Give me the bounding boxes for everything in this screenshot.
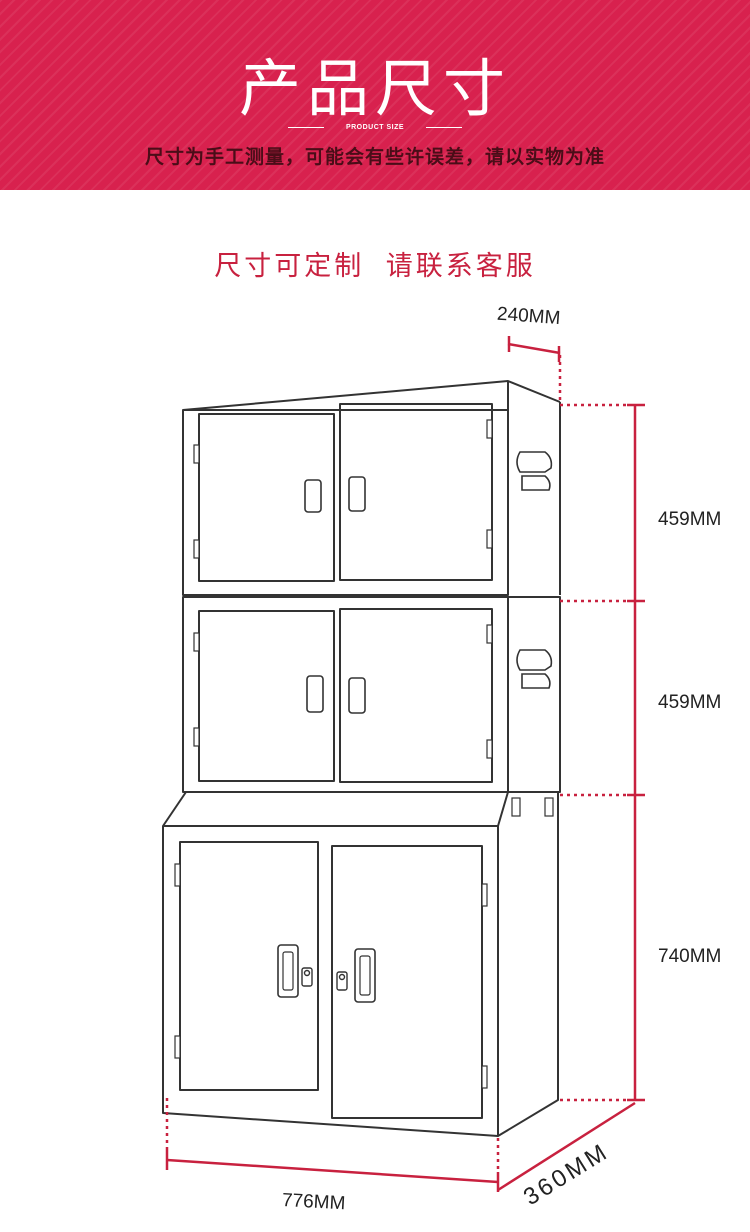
middle-left-door bbox=[198, 610, 335, 782]
upper-top-edge bbox=[182, 380, 561, 411]
customization-note: 尺寸可定制 请联系客服 bbox=[214, 251, 536, 282]
depth-top-label: 240MM bbox=[496, 304, 561, 329]
lower-slant-top bbox=[163, 791, 509, 827]
subtitle-divider-right bbox=[426, 126, 463, 128]
middle-cabinet-side bbox=[508, 596, 561, 793]
middle-cabinet-front bbox=[182, 596, 509, 793]
upper-left-door bbox=[198, 413, 335, 582]
subtitle-divider-left bbox=[287, 126, 324, 128]
width-label: 776MM bbox=[281, 1190, 345, 1214]
side-handle-icon bbox=[516, 451, 553, 689]
depth-base-label: 360MM bbox=[519, 1138, 614, 1211]
subtitle: PRODUCT SIZE bbox=[345, 123, 405, 131]
keyhole-icon bbox=[301, 967, 348, 991]
middle-right-door bbox=[339, 608, 493, 783]
subtitle-row: PRODUCT SIZE bbox=[0, 120, 750, 134]
hinge-icon bbox=[174, 419, 554, 1089]
measurement-note: 尺寸为手工测量，可能会有些许误差，请以实物为准 bbox=[144, 146, 605, 168]
lower-right-door bbox=[331, 845, 483, 1119]
page-title: 产品尺寸 bbox=[238, 52, 511, 125]
upper-right-door bbox=[339, 403, 493, 581]
dimension-lines bbox=[165, 336, 645, 1192]
height-middle-label: 459MM bbox=[658, 692, 721, 713]
lower-cabinet-body bbox=[162, 791, 559, 1137]
door-handle-icon bbox=[277, 476, 376, 1003]
header-banner: 产品尺寸 PRODUCT SIZE 尺寸为手工测量，可能会有些许误差，请以实物为… bbox=[0, 0, 750, 190]
dimension-leaders bbox=[165, 355, 630, 1172]
height-lower-label: 740MM bbox=[658, 946, 721, 967]
height-upper-label: 459MM bbox=[658, 509, 721, 530]
upper-cabinet-front bbox=[182, 409, 509, 596]
lower-left-door bbox=[179, 841, 319, 1091]
